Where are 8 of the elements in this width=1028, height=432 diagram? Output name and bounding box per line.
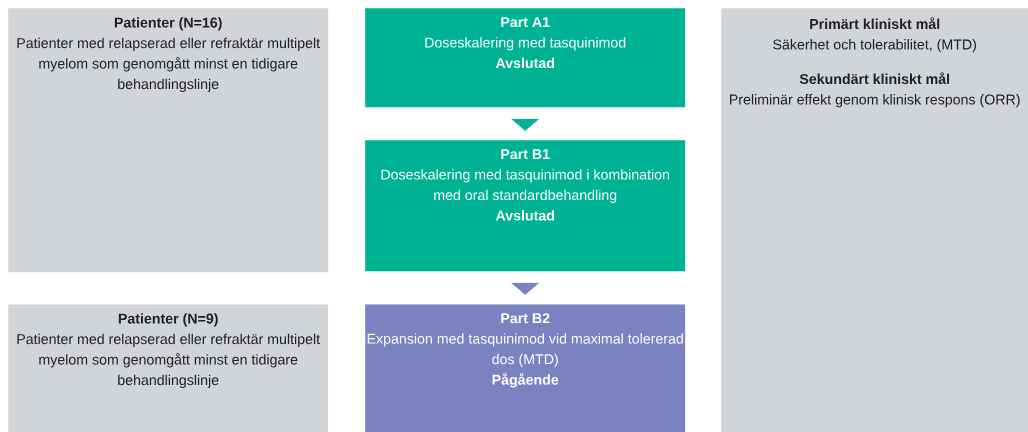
arrow	[511, 118, 540, 131]
phase-box: Part A1 Doseskalering med tasquinimod Avslutad	[365, 8, 686, 108]
patient-box: Patienter (N=9) Patienter med relapserad eller refraktär multipelt myelom som genomgått minst en tidigare behandlingslinje	[8, 304, 329, 432]
objectives-box: Primärt kliniskt mål Säkerhet och tolerabilitet, (MTD) Sekundärt kliniskt mål Preliminär effekt genom klinisk respons (ORR)	[721, 8, 1028, 432]
phase-box: Part B1 Doseskalering med tasquinimod i kombination med oral standardbehandling Avslutad	[365, 140, 686, 272]
phase-box: Part B2 Expansion med tasquinimod vid maximal tolererad dos (MTD) Pågående	[365, 304, 686, 432]
arrow	[511, 282, 540, 295]
patient-box: Patienter (N=16) Patienter med relapserad eller refraktär multipelt myelom som genomgått minst en tidigare behandlingslinje	[8, 8, 329, 273]
